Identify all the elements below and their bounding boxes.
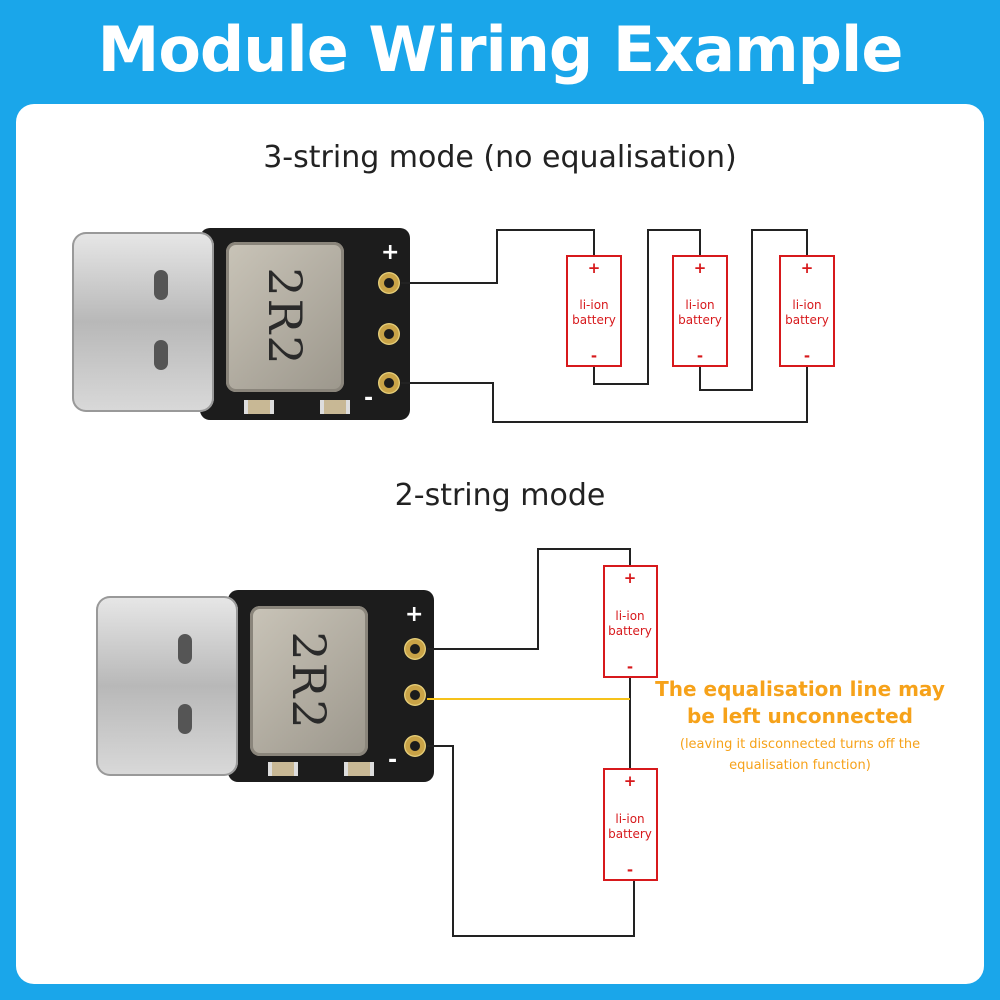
svg-text:battery: battery [678, 313, 722, 327]
svg-text:-: - [591, 347, 597, 365]
battery: + li-ion battery - [779, 255, 835, 367]
usb-c-connector [72, 232, 214, 412]
svg-text:-: - [627, 861, 633, 879]
svg-text:battery: battery [608, 827, 652, 841]
smd-component [244, 400, 274, 414]
svg-text:battery: battery [572, 313, 616, 327]
pad-negative [404, 735, 426, 757]
minus-marking: - [388, 748, 398, 773]
section-title-3-string: 3-string mode (no equalisation) [263, 140, 737, 175]
wire [427, 548, 631, 650]
svg-text:-: - [697, 347, 703, 365]
svg-text:battery: battery [785, 313, 829, 327]
svg-text:battery: battery [608, 624, 652, 638]
svg-text:+: + [588, 259, 601, 277]
svg-text:li-ion: li-ion [615, 812, 644, 826]
pad-equalisation [404, 684, 426, 706]
svg-text:li-ion: li-ion [685, 298, 714, 312]
pad-positive [404, 638, 426, 660]
svg-text:li-ion: li-ion [615, 609, 644, 623]
svg-text:+: + [624, 569, 637, 587]
section-title-2-string: 2-string mode [394, 478, 606, 513]
pad-negative [378, 372, 400, 394]
battery: + li-ion battery - [603, 565, 658, 678]
wire [401, 229, 595, 284]
svg-text:-: - [627, 658, 633, 676]
page-title: Module Wiring Example [97, 13, 904, 86]
plus-marking: + [381, 240, 400, 265]
equalisation-note: The equalisation line may be left unconn… [655, 677, 945, 728]
battery: + li-ion battery - [603, 768, 658, 881]
svg-text:-: - [804, 347, 810, 365]
inductor: 2R2 [250, 606, 368, 756]
battery: + li-ion battery - [566, 255, 622, 367]
usb-c-connector [96, 596, 238, 776]
svg-text:+: + [694, 259, 707, 277]
battery: + li-ion battery - [672, 255, 728, 367]
wire [593, 229, 701, 385]
pad-equalisation [378, 323, 400, 345]
svg-text:+: + [801, 259, 814, 277]
wire [699, 229, 808, 391]
equalisation-note-detail: (leaving it disconnected turns off the e… [679, 737, 921, 773]
pad-positive [378, 272, 400, 294]
wire [427, 745, 635, 937]
svg-text:+: + [624, 772, 637, 790]
svg-text:li-ion: li-ion [792, 298, 821, 312]
minus-marking: - [364, 386, 374, 411]
wire [401, 366, 808, 423]
inductor: 2R2 [226, 242, 344, 392]
plus-marking: + [405, 602, 424, 627]
smd-component [268, 762, 298, 776]
smd-component [344, 762, 374, 776]
svg-text:li-ion: li-ion [579, 298, 608, 312]
smd-component [320, 400, 350, 414]
